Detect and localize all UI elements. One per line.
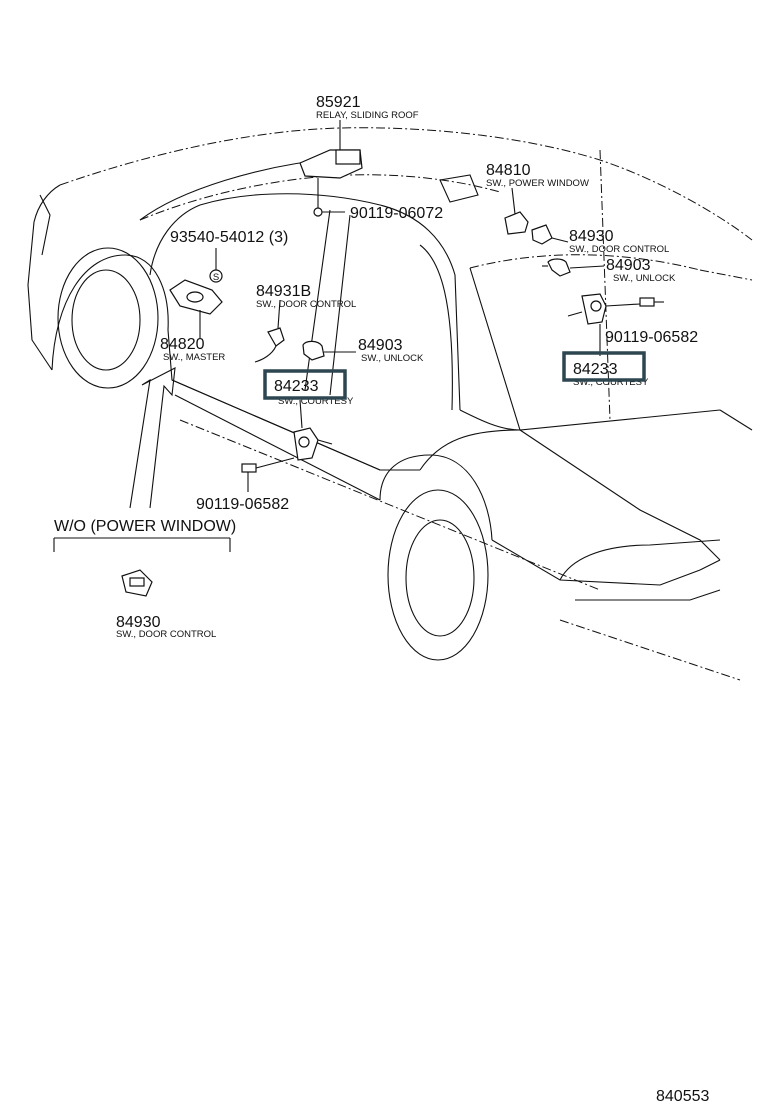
part-description: SW., UNLOCK — [613, 273, 676, 284]
part-number: 93540-54012 (3) — [170, 229, 288, 246]
part-number: 90119-06072 — [350, 205, 443, 222]
part-description: SW., DOOR CONTROL — [116, 629, 216, 640]
door-control-switch-rear-part — [531, 224, 569, 245]
callout-sw-door-control-rear: 84930 SW., DOOR CONTROL — [569, 228, 669, 255]
part-description: SW., DOOR CONTROL — [256, 299, 356, 310]
door-control-switch-variant-part — [121, 569, 153, 597]
callout-sw-master: 84820 SW., MASTER — [160, 336, 225, 363]
part-description: RELAY, SLIDING ROOF — [316, 110, 419, 121]
highlight-box-rear — [562, 351, 646, 382]
master-switch-part — [169, 279, 223, 338]
part-number: 84233 — [274, 378, 319, 395]
highlight-box-front — [263, 369, 347, 400]
part-number: 84903 — [358, 337, 403, 354]
unlock-switch-rear-part — [542, 258, 605, 277]
relay-sliding-roof-part — [299, 120, 363, 179]
part-number: 90119-06582 — [196, 496, 289, 513]
courtesy-switch-rear-part — [567, 293, 607, 356]
diagram-id: 840553 — [656, 1088, 709, 1105]
variant-bracket — [53, 537, 231, 552]
callout-bolt-06072: 90119-06072 — [350, 205, 443, 222]
part-number: 84930 — [569, 228, 614, 245]
callout-sw-courtesy-front: 84233 SW., COURTESY — [263, 369, 354, 407]
callout-clip-93540: 93540-54012 (3) — [170, 229, 288, 246]
clip-93540-part: S — [209, 248, 223, 283]
callout-variant: W/O (POWER WINDOW) — [54, 518, 236, 535]
part-description: SW., DOOR CONTROL — [569, 244, 669, 255]
part-description: SW., MASTER — [163, 352, 225, 363]
bolt-06582-front-part — [241, 457, 295, 492]
unlock-switch-front-part — [302, 340, 356, 361]
callout-sw-unlock-front: 84903 SW., UNLOCK — [358, 337, 424, 364]
part-number: 84810 — [486, 162, 531, 179]
callout-bolt-06582-front: 90119-06582 — [196, 496, 289, 513]
callout-sw-power-window: 84810 SW., POWER WINDOW — [486, 162, 589, 189]
part-description: SW., POWER WINDOW — [486, 178, 589, 189]
part-description: SW., COURTESY — [573, 377, 649, 388]
clip-symbol: S — [213, 272, 219, 283]
callout-relay-sliding-roof: 85921 RELAY, SLIDING ROOF — [316, 94, 419, 121]
part-number: 85921 — [316, 94, 361, 111]
callout-sw-courtesy-rear: 84233 SW., COURTESY — [562, 351, 649, 388]
callout-sw-unlock-rear: 84903 SW., UNLOCK — [606, 257, 676, 284]
bolt-06582-rear-part — [605, 297, 664, 307]
part-description: SW., UNLOCK — [361, 353, 424, 364]
variant-arrow — [129, 367, 176, 509]
courtesy-switch-front-part — [293, 399, 333, 461]
callout-bolt-06582-rear: 90119-06582 — [605, 329, 698, 346]
variant-label: W/O (POWER WINDOW) — [54, 518, 236, 535]
part-number: 84930 — [116, 614, 161, 631]
bolt-06072-part — [313, 178, 345, 217]
door-control-switch-front-part — [254, 299, 285, 363]
callout-sw-door-control-front: 84931B SW., DOOR CONTROL — [256, 283, 356, 310]
power-window-switch-part — [504, 187, 529, 235]
part-number: 84931B — [256, 283, 311, 300]
part-number: 84233 — [573, 361, 618, 378]
part-number: 90119-06582 — [605, 329, 698, 346]
callout-sw-door-control-variant: 84930 SW., DOOR CONTROL — [116, 614, 216, 640]
part-number: 84820 — [160, 336, 205, 353]
part-description: SW., COURTESY — [278, 396, 354, 407]
part-number: 84903 — [606, 257, 651, 274]
